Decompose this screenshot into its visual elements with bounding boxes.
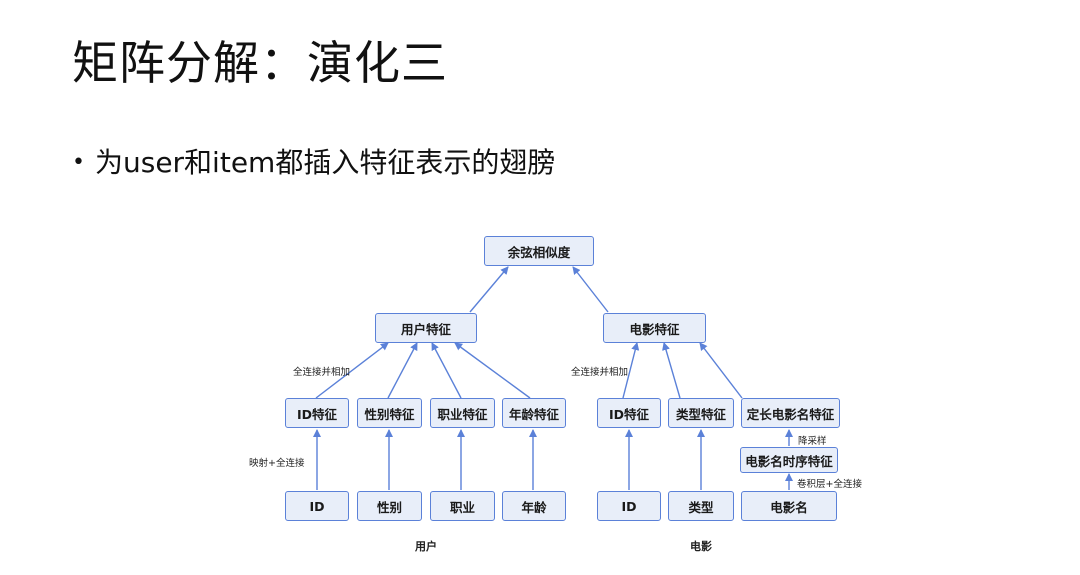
movie-group-label: 电影 — [690, 540, 712, 553]
gender-feature-node: 性别特征 — [357, 398, 422, 428]
genre-feature-node: 类型特征 — [668, 398, 734, 428]
arrow-movie-to-top — [572, 266, 609, 313]
cosine-similarity-node: 余弦相似度 — [484, 236, 594, 266]
movie-id-node: ID — [597, 491, 661, 521]
job-feature-node: 职业特征 — [430, 398, 495, 428]
arrow-id-feature-to-user — [315, 342, 389, 399]
genre-node: 类型 — [668, 491, 734, 521]
gender-node: 性别 — [357, 491, 422, 521]
movie-id-feature-node: ID特征 — [597, 398, 661, 428]
user-id-node: ID — [285, 491, 349, 521]
age-node: 年龄 — [502, 491, 566, 521]
title-seq-feature-node: 电影名时序特征 — [740, 447, 838, 473]
user-id-feature-node: ID特征 — [285, 398, 349, 428]
arrow-genre-feature — [662, 342, 681, 399]
fixed-title-feature-node: 定长电影名特征 — [741, 398, 840, 428]
movie-title-node: 电影名 — [741, 491, 837, 521]
conv-label: 卷积层+全连接 — [797, 479, 862, 490]
arrow-movie-id-feature — [622, 342, 640, 399]
user-group-label: 用户 — [415, 540, 437, 553]
user-feature-node: 用户特征 — [375, 313, 477, 343]
arrow-age-feature-to-user — [454, 342, 531, 399]
bullet-point: • 为user和item都插入特征表示的翅膀 — [72, 146, 555, 180]
user-map-label: 映射+全连接 — [249, 458, 305, 469]
downsample-label: 降采样 — [798, 436, 827, 447]
movie-feature-node: 电影特征 — [603, 313, 706, 343]
slide-title: 矩阵分解：演化三 — [72, 36, 448, 90]
age-feature-node: 年龄特征 — [502, 398, 566, 428]
job-node: 职业 — [430, 491, 495, 521]
arrow-title-feature — [699, 342, 743, 399]
bullet-text: 为user和item都插入特征表示的翅膀 — [94, 146, 556, 179]
user-concat-label: 全连接并相加 — [293, 367, 351, 378]
movie-concat-label: 全连接并相加 — [571, 367, 629, 378]
arrow-user-to-top — [469, 266, 509, 313]
arrow-gender-feature-to-user — [387, 342, 418, 399]
arrow-job-feature-to-user — [431, 342, 462, 399]
bullet-dot-icon: • — [72, 149, 85, 175]
